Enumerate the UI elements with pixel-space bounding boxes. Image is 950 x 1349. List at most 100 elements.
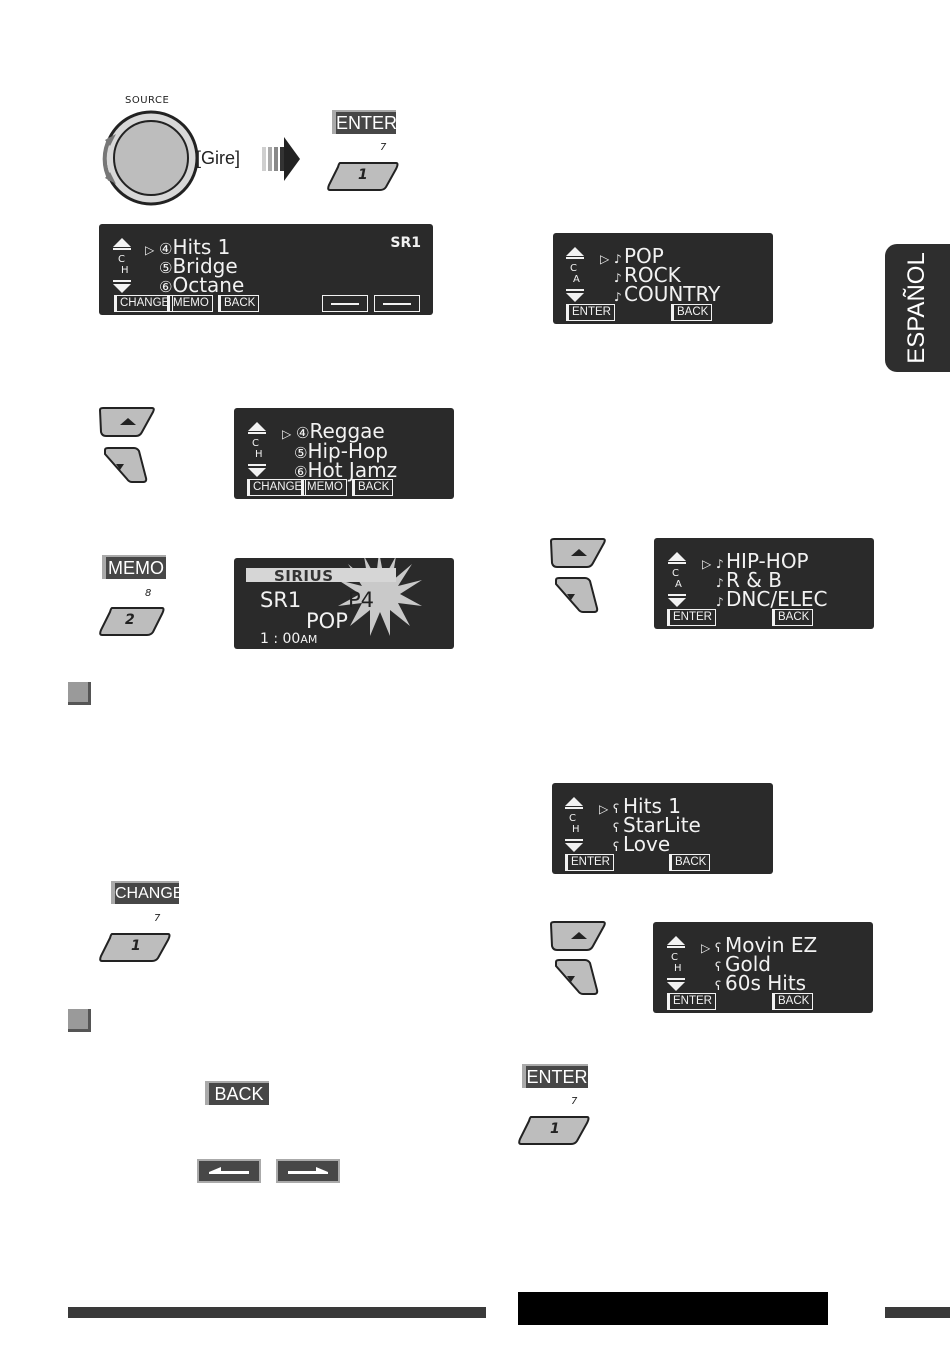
right-arrow-key[interactable] [276, 1159, 340, 1183]
softkey-change: CHANGE [247, 479, 307, 496]
softkey-back: BACK [772, 993, 814, 1010]
down-arrow-icon [113, 284, 131, 293]
preset-2-button[interactable] [98, 606, 166, 636]
list-item: Bridge [172, 254, 238, 278]
up-button[interactable] [549, 920, 607, 952]
cursor-marker: ▷ [145, 243, 155, 257]
preset-1-button[interactable] [326, 161, 400, 191]
cursor-marker: ▷ [600, 252, 610, 266]
category-icon: ♪ [614, 252, 622, 266]
preset-small-number: 7 [380, 142, 387, 153]
list-item: Hits 1 [623, 794, 681, 818]
list-item: R & B [726, 568, 782, 592]
down-arrow-icon [667, 982, 685, 991]
down-button[interactable] [553, 576, 599, 614]
brand-label: SIRIUS [274, 567, 334, 585]
up-button[interactable] [549, 537, 607, 569]
source-knob[interactable] [96, 110, 206, 206]
channel-icon: ʕ [715, 979, 722, 993]
list-item: DNC/ELEC [726, 587, 828, 611]
cursor-marker: ▷ [599, 802, 609, 816]
preset-small-number: 7 [571, 1096, 578, 1107]
footer-rule-left [68, 1307, 486, 1318]
up-button[interactable] [98, 406, 156, 438]
softkey-enter: ENTER [667, 993, 716, 1010]
preset-2-label: 2 [125, 612, 135, 628]
list-item: Hot Jamz [307, 458, 398, 482]
list-item: StarLite [623, 813, 701, 837]
up-arrow-icon [667, 936, 685, 945]
softkey-right-arrow [374, 295, 420, 312]
footer-block [518, 1292, 828, 1325]
clock-ampm: AM [300, 633, 318, 646]
list-item: Gold [725, 952, 771, 976]
down-arrow-icon [566, 293, 584, 302]
enter-tag: ENTER [332, 110, 397, 134]
softkey-back: BACK [671, 304, 713, 321]
list-item: ROCK [624, 263, 681, 287]
preset-label: P4 [348, 588, 375, 612]
up-arrow-icon [668, 552, 686, 561]
channel-icon: ʕ [715, 960, 722, 974]
softkey-enter: ENTER [565, 854, 614, 871]
cursor-marker: ▷ [701, 941, 711, 955]
list-item: Hits 1 [172, 235, 231, 259]
preset-1-button[interactable] [98, 932, 172, 962]
category-icon: ♪ [614, 271, 622, 285]
preset-1-label: 1 [358, 167, 368, 183]
softkey-back: BACK [772, 609, 814, 626]
softkey-change: CHANGE [114, 295, 174, 312]
clock-time: 1 : 00 [260, 631, 301, 647]
display-preset-memory: SIRIUS SR1 P4 POP 1 : 00AM [234, 558, 454, 649]
softkey-memo: MEMO [301, 479, 347, 496]
list-item: Love [623, 832, 671, 856]
category-icon: ♪ [716, 576, 724, 590]
cursor-marker: ▷ [282, 427, 292, 441]
list-item: POP [624, 244, 664, 268]
channel-icon: ʕ [613, 821, 620, 835]
enter-tag: ENTER [522, 1064, 588, 1088]
down-button[interactable] [102, 446, 148, 484]
back-tag: BACK [205, 1081, 269, 1105]
genre-label: POP [306, 609, 348, 633]
softkey-back: BACK [218, 295, 260, 312]
preset-1-button[interactable] [517, 1115, 591, 1145]
display-channel-list-1: C H ▷④Hits 1 ⑤Bridge ⑥Octane SR1 CHANGE … [99, 224, 433, 315]
softkey-enter: ENTER [566, 304, 615, 321]
category-icon: ♪ [614, 290, 622, 304]
left-arrow-key[interactable] [197, 1159, 261, 1183]
band-label: SR1 [390, 235, 421, 251]
source-label: SOURCE [125, 95, 170, 106]
display-category-list-1: C A ▷♪POP ♪ROCK ♪COUNTRY ENTER BACK [553, 233, 773, 324]
softkey-back: BACK [669, 854, 711, 871]
section-bullet [68, 1009, 91, 1032]
preset-small-number: 7 [154, 913, 161, 924]
list-item: Hip-Hop [307, 439, 388, 463]
softkey-back: BACK [352, 479, 394, 496]
down-arrow-icon [248, 468, 266, 477]
up-arrow-icon [566, 247, 584, 256]
memo-tag: MEMO [102, 555, 166, 579]
display-channel-list-2: C H ▷④Reggae ⑤Hip-Hop ⑥Hot Jamz CHANGE M… [234, 408, 454, 499]
list-item: 60s Hits [725, 971, 807, 995]
down-arrow-icon [668, 598, 686, 607]
softkey-enter: ENTER [667, 609, 716, 626]
cursor-marker: ▷ [702, 557, 712, 571]
softkey-left-arrow [322, 295, 368, 312]
up-arrow-icon [565, 797, 583, 806]
list-item: Octane [172, 273, 245, 297]
channel-icon: ʕ [613, 840, 620, 854]
change-tag: CHANGE [111, 881, 183, 904]
band-label: SR1 [260, 588, 302, 612]
category-icon: ♪ [716, 557, 724, 571]
preset-small-number: 8 [145, 588, 152, 599]
preset-1-label: 1 [550, 1121, 560, 1137]
channel-icon: ʕ [613, 802, 620, 816]
display-category-list-2: C A ▷♪HIP-HOP ♪R & B ♪DNC/ELEC ENTER BAC… [654, 538, 874, 629]
down-button[interactable] [553, 958, 599, 996]
right-arrow-icon [262, 137, 300, 181]
list-item: COUNTRY [624, 282, 721, 306]
turn-label: [Gire] [196, 148, 241, 168]
